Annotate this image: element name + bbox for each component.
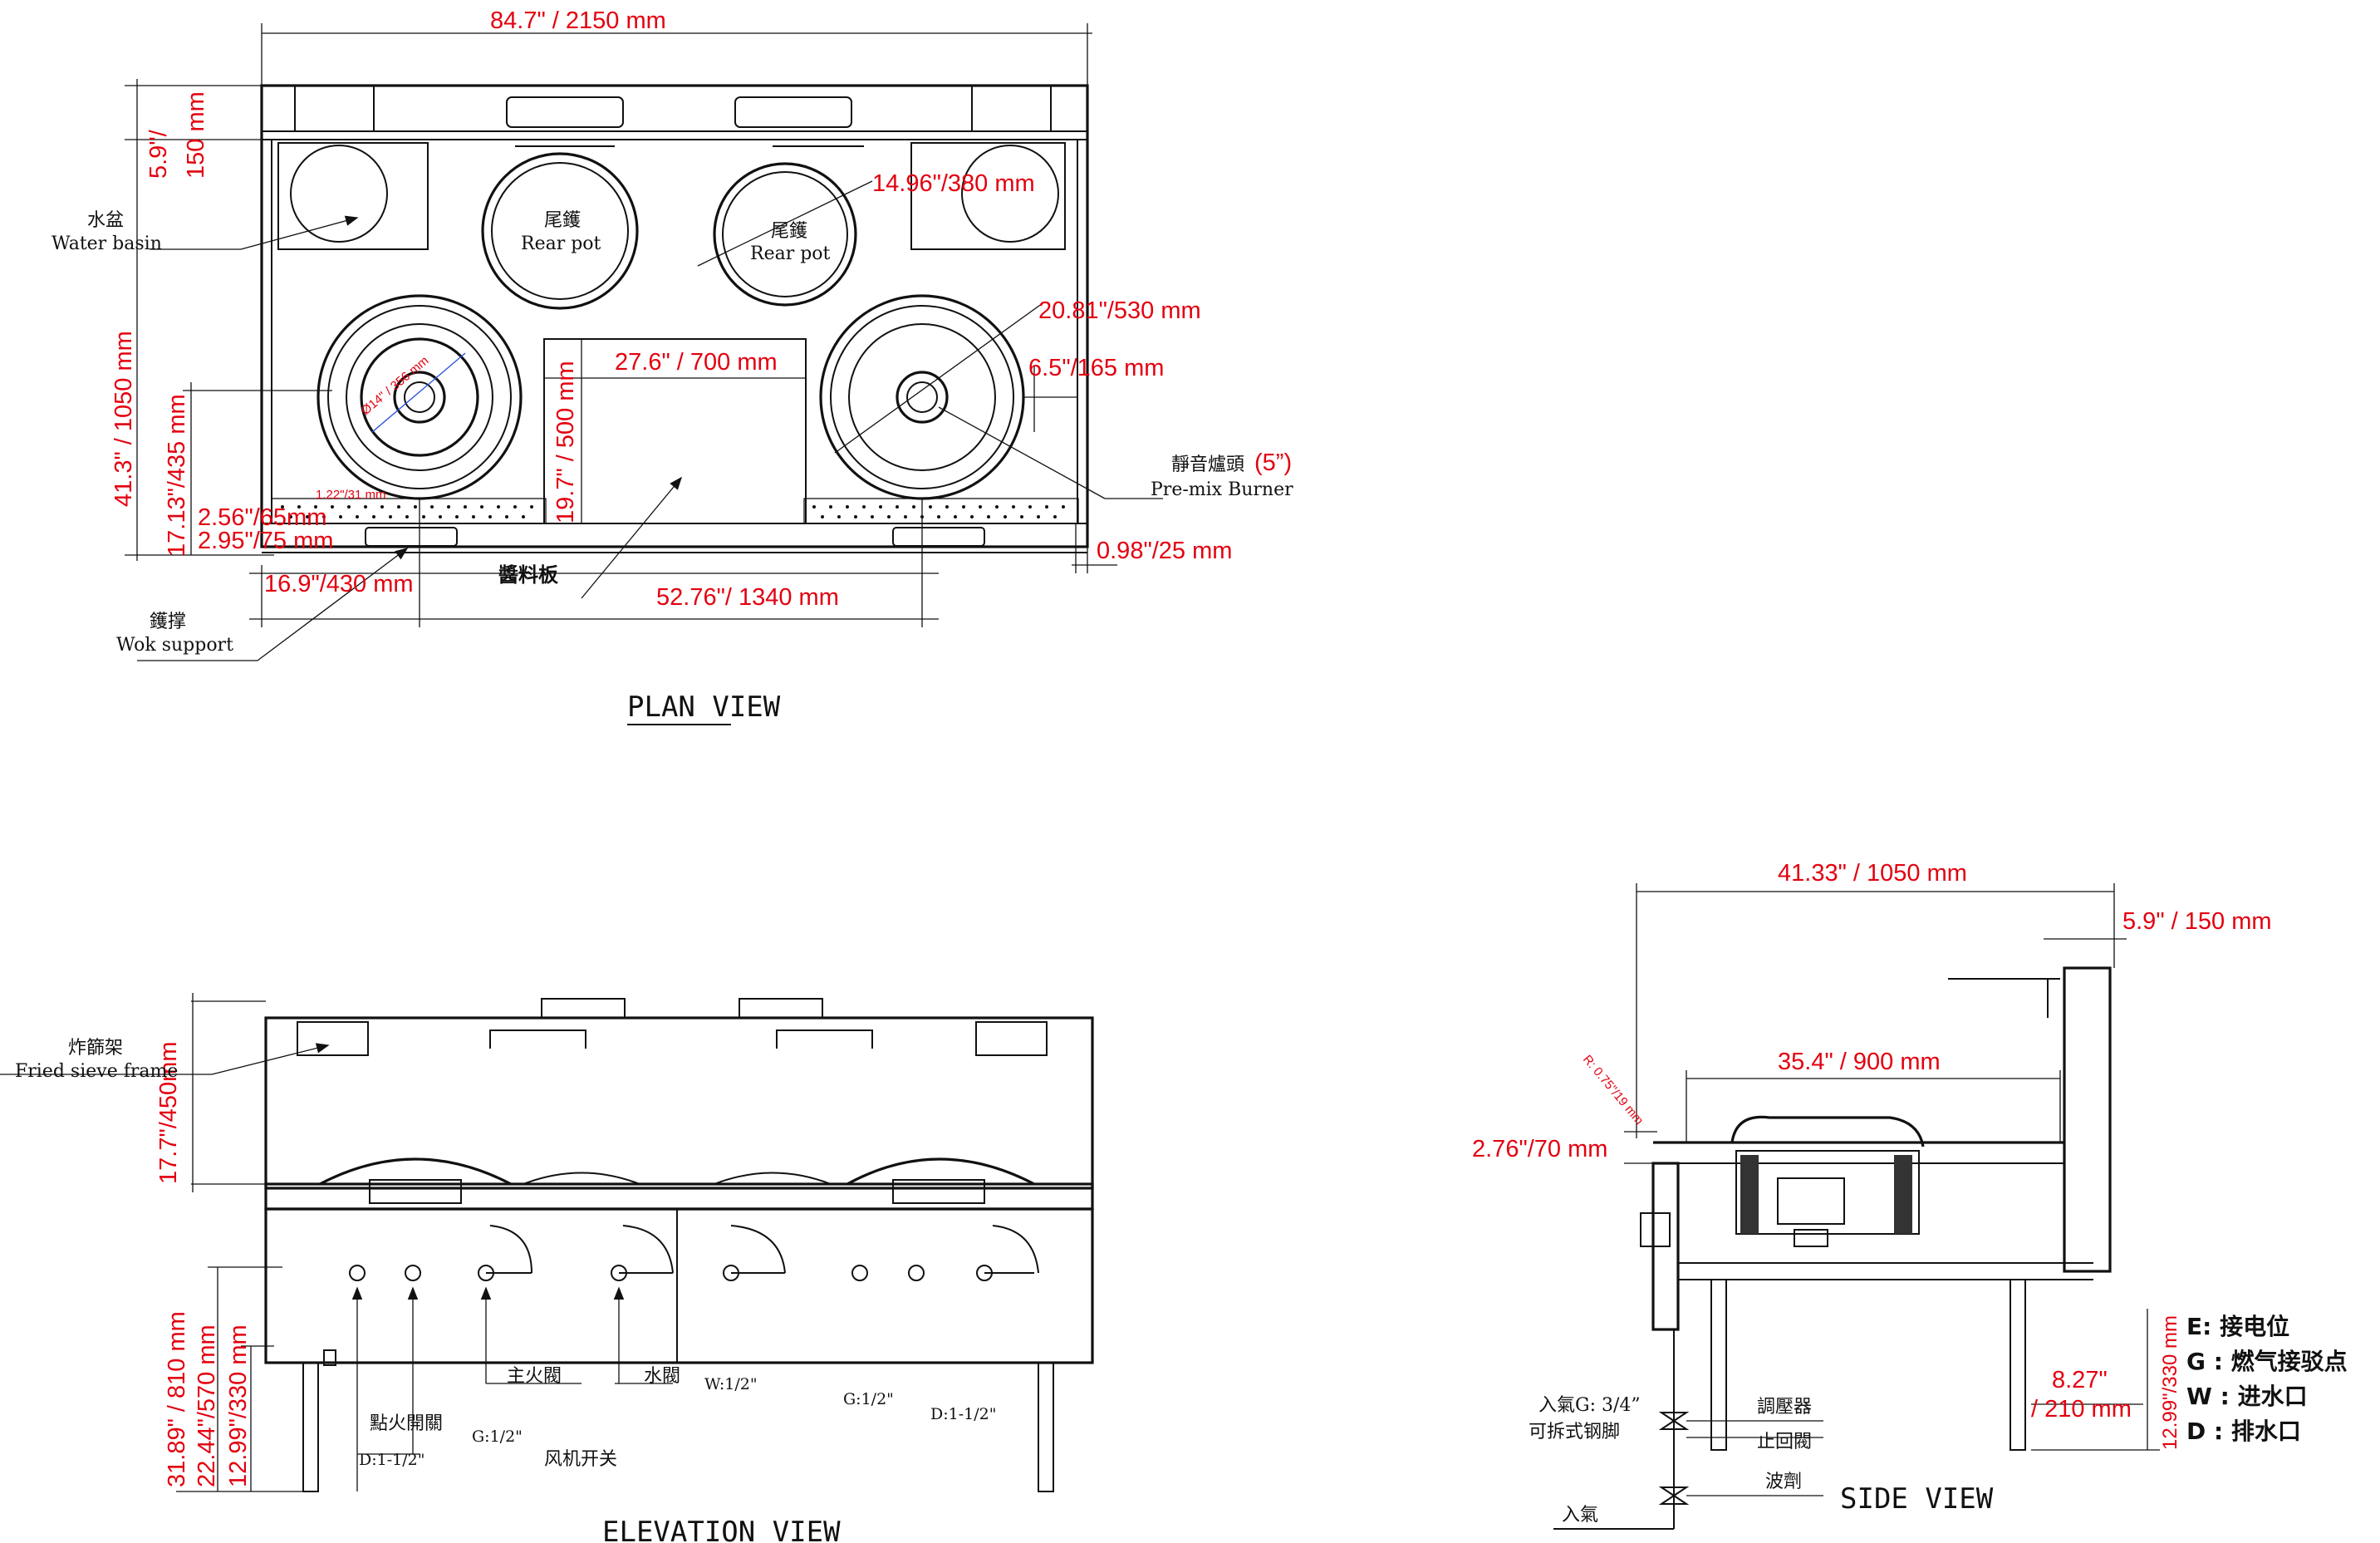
leg-right [1038, 1362, 1054, 1492]
dim-overall-width: 84.7" / 2150 mm [490, 7, 666, 34]
plan-view: 84.7" / 2150 mm 5.9"/ 150 mm 41.3" / 105… [52, 7, 1293, 725]
dim-inner-ring: Ø14" / 356 mm [359, 354, 432, 419]
label-w-half: W:1/2" [704, 1375, 758, 1393]
label-rear-pot-right-cn: 尾鑊 [771, 221, 807, 242]
insulation [1740, 1155, 1912, 1234]
side-leg-front [1710, 1279, 1727, 1451]
dim-side-leg-setback-mm: / 210 mm [2031, 1396, 2132, 1423]
label-water-basin-cn: 水盆 [87, 210, 124, 231]
dim-overall-depth: 41.3" / 1050 mm [110, 331, 137, 507]
label-bellows: 波劑 [1765, 1472, 1802, 1492]
wok-left [317, 294, 523, 500]
dim-right-edge: 0.98"/25 mm [1097, 538, 1232, 564]
dim-left-offset: 16.9"/430 mm [264, 571, 414, 597]
label-gas-inlet: 入氣G: 3/4” [1538, 1395, 1641, 1416]
dim-burner-spacing: 52.76"/ 1340 mm [656, 584, 839, 611]
dim-side-leg-height: 12.99"/330 mm [2159, 1315, 2181, 1450]
label-g-half-right: G:1/2" [843, 1390, 894, 1408]
label-g-half-left: G:1/2" [472, 1428, 523, 1446]
label-d-half-right: D:1-1/2" [930, 1405, 996, 1423]
label-water-basin-en: Water basin [52, 233, 162, 254]
label-main-valve: 主火閥 [507, 1366, 562, 1387]
label-rear-pot-right-en: Rear pot [750, 243, 831, 264]
label-removable-leg: 可拆式钢脚 [1529, 1422, 1620, 1442]
elevation-upper-body [264, 1016, 1094, 1190]
label-gas-in: 入氣 [1562, 1505, 1598, 1526]
elevation-view-title: ELEVATION VIEW [602, 1516, 841, 1543]
dim-elev-leg-height: 12.99"/330 mm [225, 1324, 252, 1487]
sauce-board [543, 338, 807, 524]
dim-sauce-width: 27.6" / 700 mm [615, 349, 778, 376]
rear-pot-right [713, 162, 857, 307]
dim-elev-upper-height: 17.7"/450mm [155, 1042, 182, 1185]
legend-w: W : 进水口 [2186, 1383, 2308, 1410]
dim-back-depth-mm: 150 mm [183, 91, 209, 179]
dim-elev-counter-height: 22.44"/570 mm [194, 1324, 220, 1487]
water-basin-right [910, 142, 1066, 250]
label-check-valve: 止回閥 [1757, 1432, 1812, 1452]
dim-side-back-depth: 5.9" / 150 mm [2122, 908, 2272, 935]
dim-right-gap: 6.5"/165 mm [1028, 355, 1164, 381]
side-view-title: SIDE VIEW [1840, 1482, 1994, 1516]
label-rear-pot-left-cn: 尾鑊 [544, 210, 581, 231]
label-burner-size: (5”) [1254, 450, 1292, 476]
label-fried-sieve-cn: 炸篩架 [68, 1038, 123, 1059]
side-leg-back [2010, 1279, 2026, 1451]
dim-edge-75: 2.95"/75 mm [198, 528, 333, 554]
water-basin-left [277, 142, 429, 250]
label-regulator: 調壓器 [1757, 1397, 1812, 1418]
legend-g: G : 燃气接驳点 [2186, 1348, 2348, 1375]
label-water-valve: 水閥 [644, 1366, 680, 1387]
dim-rear-pot-dia: 14.96"/380 mm [872, 170, 1035, 197]
control-knobs [349, 1225, 1039, 1281]
label-wok-support-cn: 鑊撑 [150, 612, 186, 632]
label-sauce-cn: 醬料板 [498, 563, 559, 587]
label-burner-cn: 靜音爐頭 [1171, 455, 1244, 475]
label-burner-en: Pre-mix Burner [1151, 479, 1293, 500]
rear-pot-left [481, 152, 639, 310]
label-rear-pot-left-en: Rear pot [521, 233, 601, 254]
dim-back-depth: 5.9"/ [145, 129, 172, 179]
side-view: 41.33" / 1050 mm 5.9" / 150 mm 35.4" / 9… [1472, 860, 2348, 1530]
dim-edge-65: 2.56"/65mm [198, 504, 326, 531]
elevation-view: 17.7"/450mm 31.89" / 810 mm 22.44"/570 m… [0, 993, 1094, 1543]
label-ignition-switch: 點火開關 [370, 1413, 443, 1434]
dim-side-leg-setback: 8.27" [2052, 1367, 2108, 1393]
dim-side-inner-depth: 35.4" / 900 mm [1778, 1049, 1941, 1075]
label-fried-sieve-en: Fried sieve frame [15, 1061, 178, 1082]
plan-body-outline [260, 84, 1089, 548]
side-backsplash [2063, 966, 2112, 1273]
dim-burner-offset: 17.13"/435 mm [164, 394, 190, 557]
dim-elev-total-height: 31.89" / 810 mm [164, 1311, 190, 1487]
dim-side-front-height: 2.76"/70 mm [1472, 1136, 1607, 1162]
legend-e: E: 接电位 [2186, 1313, 2289, 1340]
legend-d: D : 排水口 [2186, 1418, 2301, 1445]
dim-wok-support-small: 1.22"/31 mm [316, 488, 386, 502]
label-wok-support-en: Wok support [116, 635, 233, 656]
label-fan-switch: 风机开关 [544, 1449, 617, 1470]
label-d-half-left: D:1-1/2" [359, 1451, 424, 1469]
dim-wok-dia: 20.81"/530 mm [1038, 297, 1201, 324]
elevation-lower-body [264, 1207, 1094, 1364]
dim-side-depth: 41.33" / 1050 mm [1778, 860, 1967, 887]
leg-left [302, 1362, 319, 1492]
dim-sauce-depth: 19.7" / 500 mm [552, 361, 579, 523]
plan-view-title: PLAN VIEW [627, 690, 781, 724]
wok-right [819, 294, 1025, 500]
